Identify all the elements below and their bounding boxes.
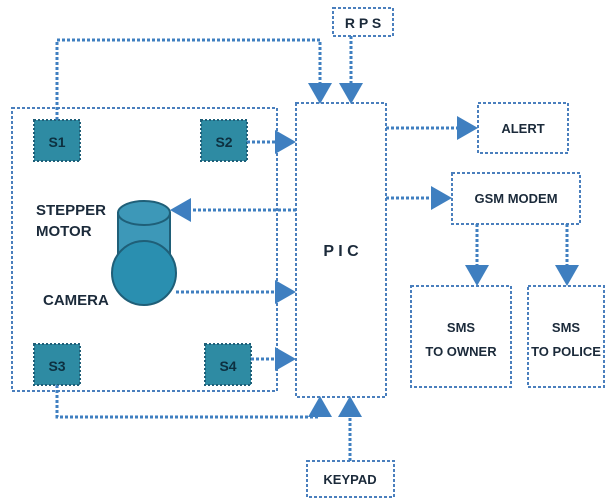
sensor-s1: [33, 119, 81, 162]
sensor-s1-label: S1: [48, 134, 65, 150]
camera-label: CAMERA: [43, 292, 109, 309]
keypad-box: [306, 460, 395, 498]
sms-police-label-line2: TO POLICE: [531, 344, 601, 359]
rps-label: R P S: [345, 15, 381, 31]
alert-label: ALERT: [501, 121, 544, 136]
sms-owner-box: [410, 285, 512, 388]
rps-box: [332, 7, 394, 37]
camera-icon: [111, 240, 177, 306]
sms-owner-label-line2: TO OWNER: [425, 344, 497, 359]
sensor-s3-label: S3: [48, 358, 65, 374]
gsm-modem-label: GSM MODEM: [474, 191, 557, 206]
stepper-motor-label-line2: MOTOR: [36, 223, 92, 240]
sensor-s2: [200, 119, 248, 162]
connector-s3-to-pic: [55, 385, 332, 419]
stepper-motor-label-line1: STEPPER: [36, 202, 106, 219]
sensor-s4: [204, 343, 252, 386]
pic-box: [295, 102, 387, 398]
sensor-s4-label: S4: [219, 358, 236, 374]
connector-s1-to-pic: [55, 38, 332, 120]
sensor-s2-label: S2: [215, 134, 232, 150]
gsm-modem-box: [451, 172, 581, 225]
sms-police-label-line1: SMS: [552, 320, 581, 335]
sms-owner-label-line1: SMS: [447, 320, 476, 335]
sms-police-box: [527, 285, 605, 388]
alert-box: [477, 102, 569, 154]
pic-label: P I C: [323, 243, 359, 260]
keypad-label: KEYPAD: [323, 472, 376, 487]
